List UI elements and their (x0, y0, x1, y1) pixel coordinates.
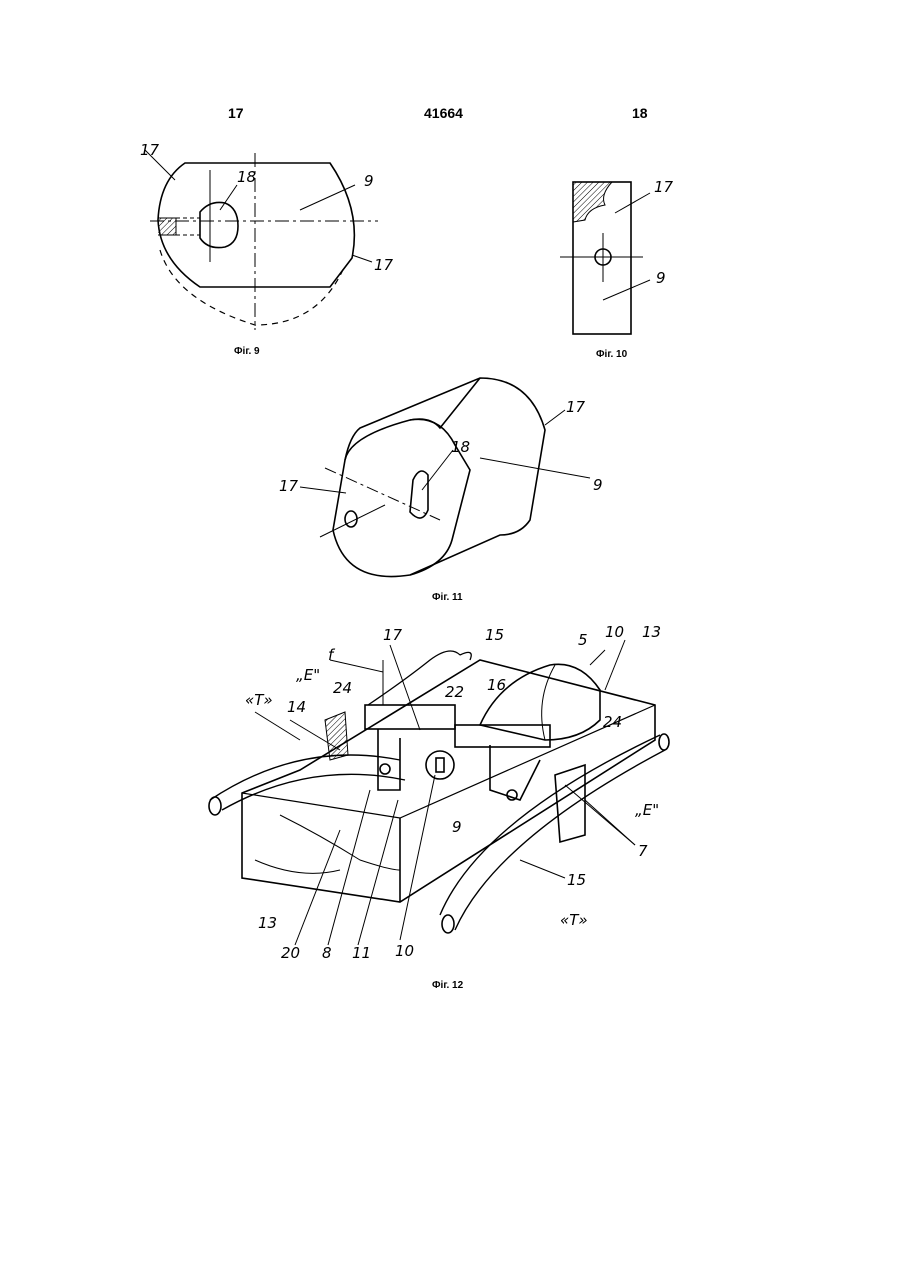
fig10-label-1: 17 (654, 178, 674, 196)
fig12-label-24-right: 24 (603, 713, 622, 731)
fig11-label-3: 17 (566, 398, 586, 416)
fig11-caption: Фіг. 11 (432, 592, 463, 603)
fig12-label-15-top: 15 (485, 626, 504, 644)
fig9-label-2: 18 (237, 168, 256, 186)
fig10-label-2: 9 (656, 269, 666, 287)
fig12-label-8: 8 (322, 944, 332, 962)
fig9-label-1: 17 (140, 141, 160, 159)
fig9-label-3: 9 (364, 172, 374, 190)
fig12-label-7: 7 (638, 842, 648, 860)
fig12-label-16: 16 (487, 676, 506, 694)
fig12-caption: Фіг. 12 (432, 980, 463, 991)
fig12-label-5: 5 (578, 631, 588, 649)
fig12-label-14: 14 (287, 698, 306, 716)
fig12-label-13-bottom: 13 (258, 914, 277, 932)
fig12-label-t-right: «T» (560, 911, 588, 929)
figure-11 (300, 378, 590, 577)
figure-12 (209, 651, 669, 933)
fig12-label-11: 11 (352, 944, 371, 962)
fig9-label-4: 17 (374, 256, 394, 274)
fig12-label-e-right: „E" (635, 801, 659, 819)
fig10-caption: Фіг. 10 (596, 349, 627, 360)
fig12-label-22: 22 (445, 683, 464, 701)
fig12-label-15-bottom: 15 (567, 871, 586, 889)
fig12-label-17: 17 (383, 626, 403, 644)
fig12-label-13-right: 13 (642, 623, 661, 641)
fig11-label-4: 9 (593, 476, 603, 494)
figure-9 (145, 150, 378, 330)
fig9-caption: Фіг. 9 (234, 346, 260, 357)
fig12-label-9: 9 (452, 818, 462, 836)
fig12-label-20: 20 (281, 944, 300, 962)
fig11-label-2: 18 (451, 438, 470, 456)
fig12-label-e-left: „E" (296, 666, 320, 684)
fig11-label-1: 17 (279, 477, 299, 495)
fig12-label-10-top: 10 (605, 623, 624, 641)
fig12-label-24-left: 24 (333, 679, 352, 697)
figure-10 (560, 182, 650, 334)
fig12-label-t-left: «T» (245, 691, 273, 709)
fig12-label-10-bottom: 10 (395, 942, 414, 960)
